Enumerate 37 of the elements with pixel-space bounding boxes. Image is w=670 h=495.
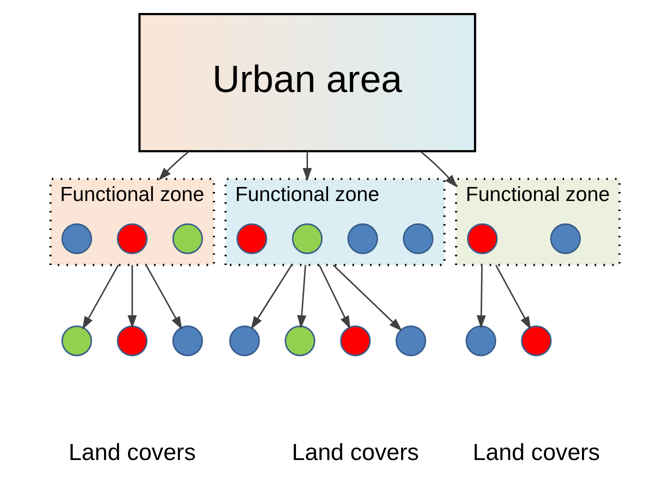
node-circle (172, 223, 203, 254)
cluster: Functional zone (49, 178, 215, 266)
node-circle (116, 223, 148, 254)
cluster: Functional zone (224, 178, 446, 266)
arrow (302, 151, 312, 182)
node-circle (466, 326, 496, 356)
node-circle (292, 223, 323, 254)
node-circle (521, 326, 552, 356)
node-circle (396, 326, 426, 356)
node-circle (550, 223, 581, 254)
arrow (158, 150, 190, 181)
node-circle (61, 223, 92, 254)
node-circle (61, 326, 92, 356)
arrow (250, 264, 292, 330)
node-circle (284, 326, 316, 356)
node-circle (340, 326, 371, 356)
node-circle (236, 223, 268, 254)
node-box: Urban area (138, 12, 476, 152)
label: Land covers (292, 439, 419, 466)
arrow (332, 264, 402, 332)
arrow (128, 265, 137, 328)
arrow (476, 265, 486, 328)
arrow (82, 264, 119, 330)
label: Land covers (472, 439, 600, 466)
arrow (145, 264, 182, 330)
node-circle (347, 223, 378, 254)
arrow (495, 264, 531, 330)
arrow (318, 264, 350, 330)
label: Land covers (68, 439, 196, 466)
arrow (297, 264, 306, 328)
arrow (420, 151, 458, 188)
node-circle (116, 326, 148, 356)
node-circle (467, 223, 498, 254)
node-circle (172, 326, 203, 356)
node-circle (402, 223, 434, 254)
node-circle (229, 326, 260, 356)
cluster: Functional zone (455, 178, 621, 266)
